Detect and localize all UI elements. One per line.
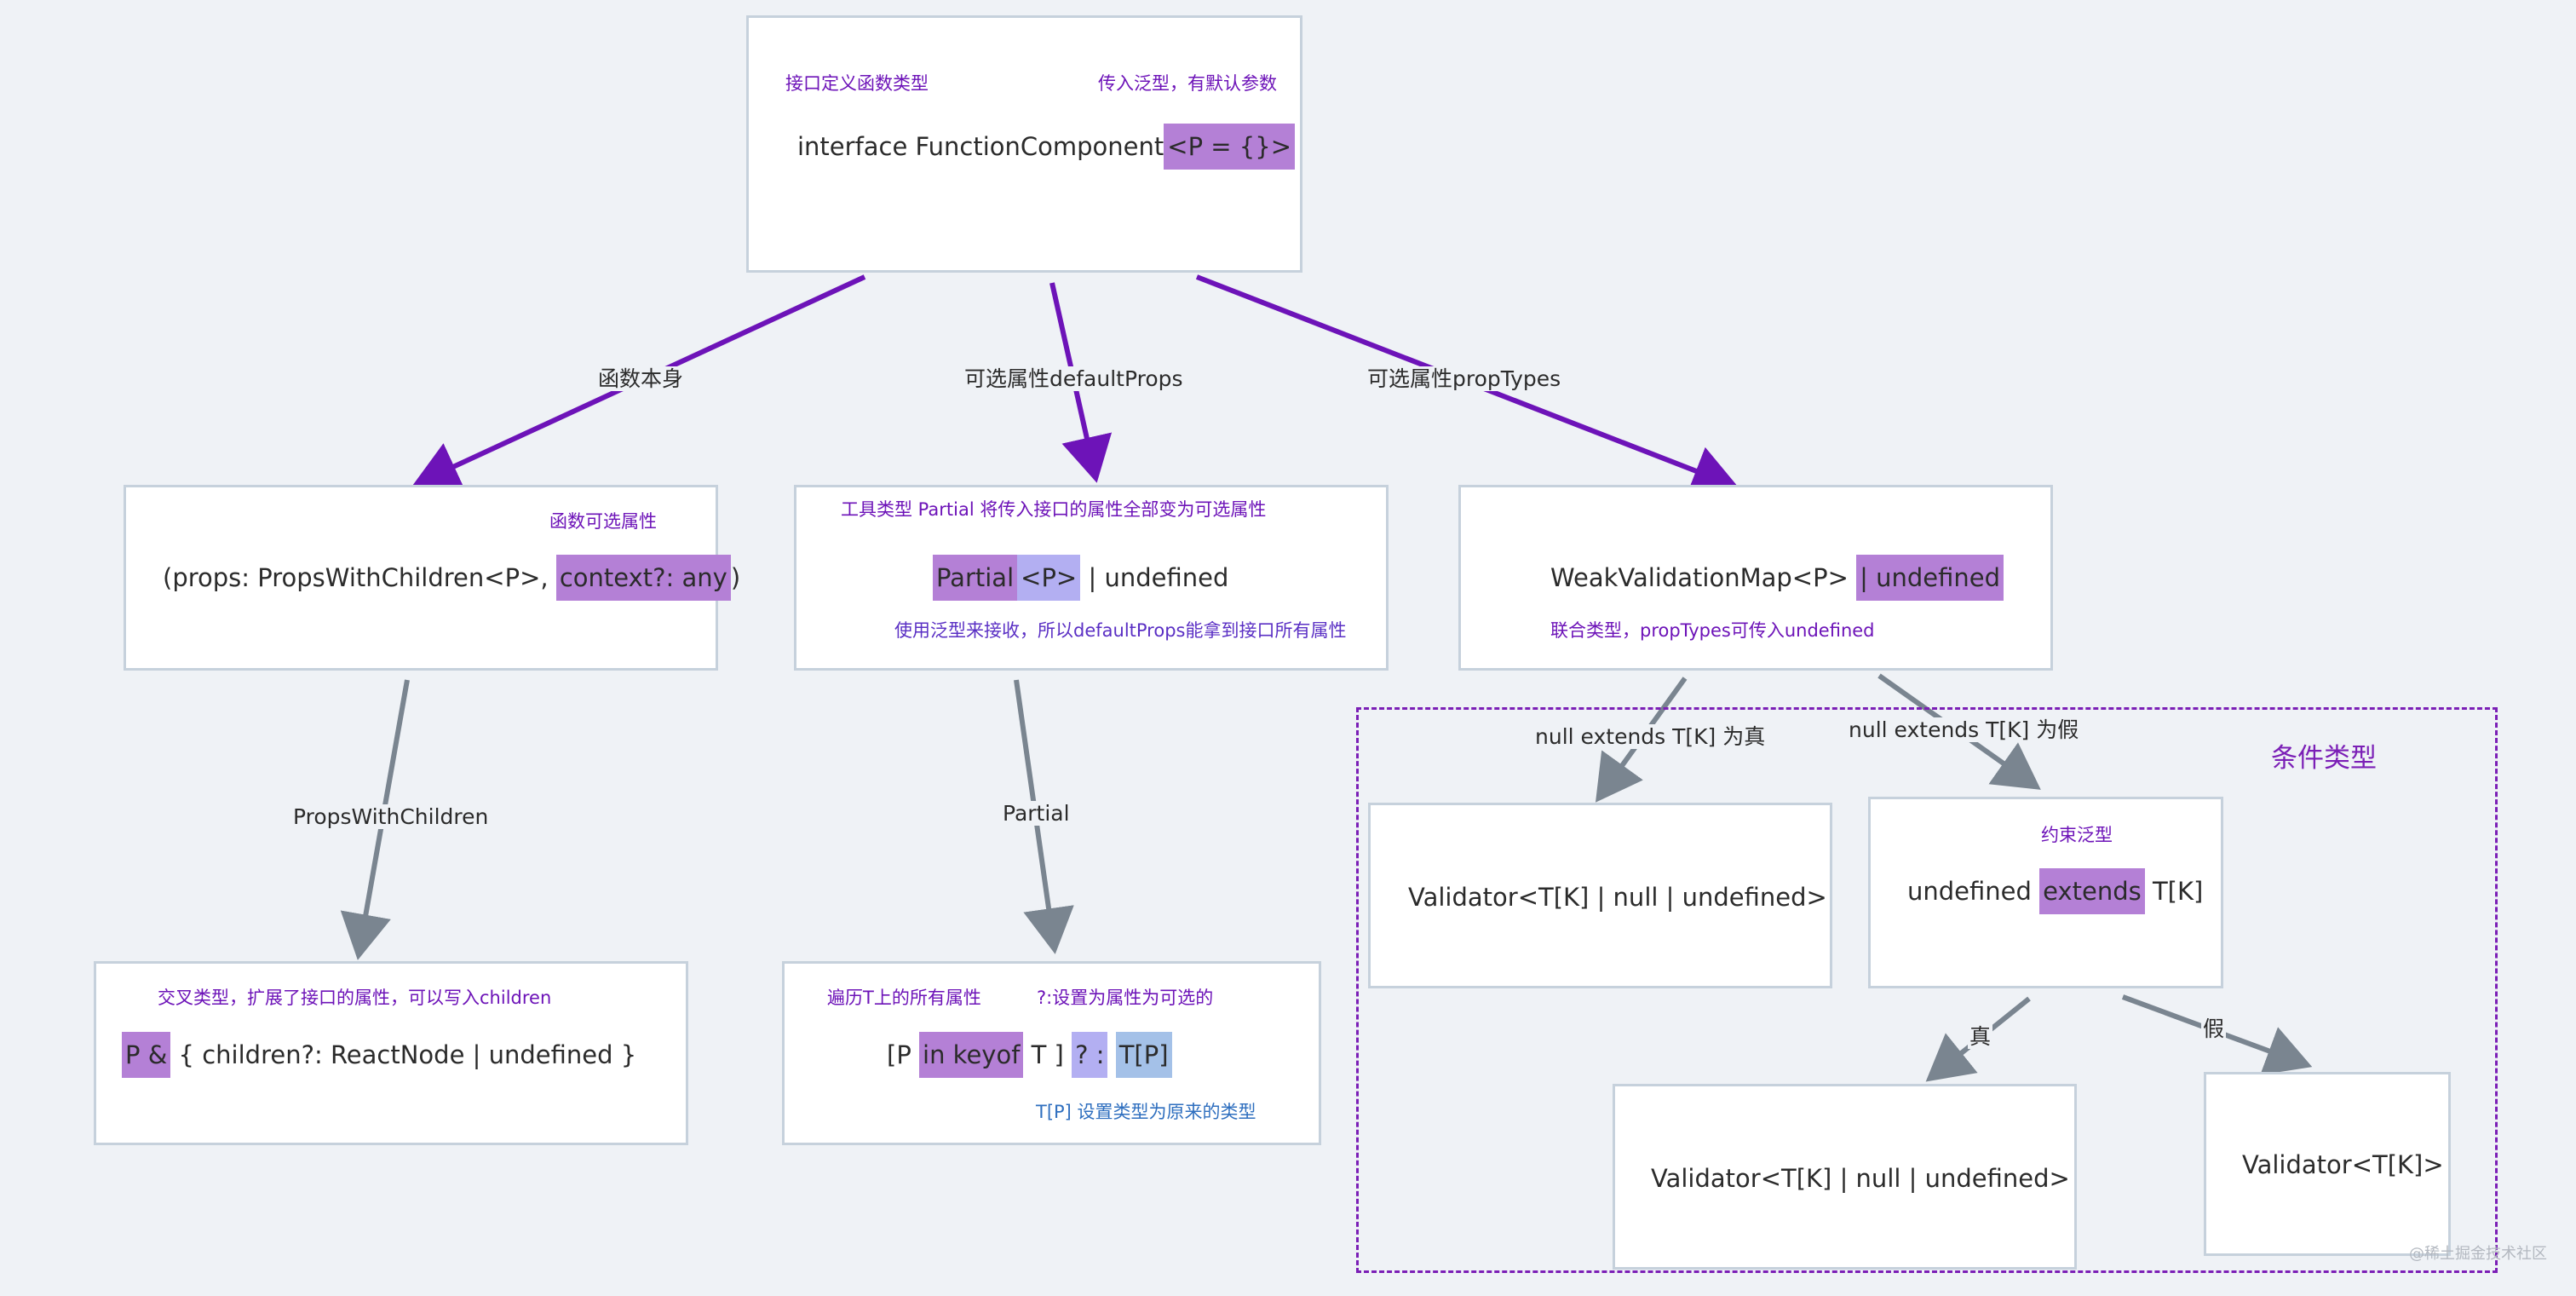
fn-code-context: context?: any bbox=[555, 555, 731, 601]
partial-code-tp: T[P] bbox=[1115, 1032, 1172, 1078]
default-note-generic: 使用泛型来接收，所以defaultProps能拿到接口所有属性 bbox=[894, 620, 1347, 641]
edge-label-default-props: 可选属性defaultProps bbox=[963, 366, 1185, 391]
edge-label-props-with-children: PropsWithChildren bbox=[291, 804, 491, 829]
validator-nullable-box: Validator<T[K] | null | undefined> bbox=[1368, 803, 1832, 988]
partial-code: [P in keyof T ] ? : T[P] bbox=[887, 1032, 1172, 1078]
default-code: Partial<P> | undefined bbox=[933, 555, 1229, 601]
partial-note-iterate: 遍历T上的所有属性 bbox=[827, 988, 981, 1008]
constraint-note: 约束泛型 bbox=[2041, 825, 2113, 845]
proptypes-note-union: 联合类型，propTypes可传入undefined bbox=[1550, 620, 1875, 641]
fn-note-optional: 函数可选属性 bbox=[549, 511, 657, 532]
root-note-interface: 接口定义函数类型 bbox=[785, 73, 929, 94]
constraint-code-extends: extends bbox=[2039, 868, 2145, 914]
edge-label-true: 真 bbox=[1968, 1024, 1993, 1049]
validator-false-code: Validator<T[K]> bbox=[2242, 1150, 2444, 1179]
fn-code-props: (props: PropsWithChildren<P>, bbox=[163, 563, 556, 592]
function-signature-box: 函数可选属性 (props: PropsWithChildren<P>, con… bbox=[124, 485, 740, 671]
proptypes-code-undefined: | undefined bbox=[1856, 555, 2004, 601]
partial-code-question: ? : bbox=[1072, 1032, 1108, 1078]
root-code-prefix: interface FunctionComponent bbox=[797, 132, 1164, 161]
proptypes-code-map: WeakValidationMap<P> bbox=[1550, 563, 1849, 592]
validator-nullable-code: Validator<T[K] | null | undefined> bbox=[1408, 883, 1827, 912]
function-component-box: 接口定义函数类型 传入泛型，有默认参数 interface FunctionCo… bbox=[746, 15, 1302, 273]
validator-false-box: Validator<T[K]> bbox=[2204, 1072, 2451, 1256]
children-note-intersection: 交叉类型，扩展了接口的属性，可以写入children bbox=[158, 988, 552, 1008]
edge-label-null-true: null extends T[K] 为真 bbox=[1533, 724, 1768, 749]
default-props-box: 工具类型 Partial 将传入接口的属性全部变为可选属性 Partial<P>… bbox=[794, 485, 1389, 671]
default-note-partial: 工具类型 Partial 将传入接口的属性全部变为可选属性 bbox=[841, 499, 1267, 520]
conditional-type-group bbox=[1356, 707, 2498, 1273]
validator-true-box: Validator<T[K] | null | undefined> bbox=[1613, 1084, 2077, 1270]
edge-label-null-false: null extends T[K] 为假 bbox=[1847, 717, 2081, 742]
root-code: interface FunctionComponent<P = {}> bbox=[797, 124, 1296, 170]
validator-true-code: Validator<T[K] | null | undefined> bbox=[1651, 1164, 2070, 1193]
children-code-children: { children?: ReactNode | undefined } bbox=[178, 1040, 637, 1069]
children-code-p: P & bbox=[122, 1032, 171, 1078]
root-code-generic: <P = {}> bbox=[1164, 124, 1296, 170]
partial-code-t: T ] bbox=[1031, 1040, 1064, 1069]
fn-code: (props: PropsWithChildren<P>, context?: … bbox=[163, 555, 741, 601]
props-with-children-box: 交叉类型，扩展了接口的属性，可以写入children P & { childre… bbox=[94, 961, 688, 1145]
prop-types-box: WeakValidationMap<P> | undefined 联合类型，pr… bbox=[1458, 485, 2053, 671]
default-code-generic: <P> bbox=[1017, 555, 1081, 601]
partial-mapped-type-box: 遍历T上的所有属性 ?:设置为属性为可选的 [P in keyof T ] ? … bbox=[782, 961, 1321, 1145]
constraint-code-tk: T[K] bbox=[2144, 877, 2204, 906]
edge-label-false: 假 bbox=[2201, 1017, 2227, 1041]
partial-note-original-type: T[P] 设置类型为原来的类型 bbox=[1036, 1102, 1256, 1122]
default-code-partial: Partial bbox=[933, 555, 1018, 601]
default-code-undefined: | undefined bbox=[1080, 563, 1229, 592]
constraint-generic-box: 约束泛型 undefined extends T[K] bbox=[1868, 797, 2223, 988]
watermark: @稀土掘金技术社区 bbox=[2409, 1245, 2547, 1263]
constraint-code-undefined: undefined bbox=[1907, 877, 2040, 906]
partial-code-open: [P bbox=[887, 1040, 911, 1069]
edge-label-partial: Partial bbox=[1001, 801, 1072, 826]
constraint-code: undefined extends T[K] bbox=[1907, 868, 2204, 914]
proptypes-code: WeakValidationMap<P> | undefined bbox=[1550, 555, 2004, 601]
fn-code-close: ) bbox=[730, 563, 741, 592]
conditional-type-title: 条件类型 bbox=[2271, 743, 2377, 774]
partial-note-optional: ?:设置为属性为可选的 bbox=[1037, 988, 1214, 1008]
children-code: P & { children?: ReactNode | undefined } bbox=[122, 1032, 637, 1078]
edge-label-prop-types: 可选属性propTypes bbox=[1366, 366, 1563, 391]
root-note-generic: 传入泛型，有默认参数 bbox=[1098, 73, 1277, 94]
partial-code-keyof: in keyof bbox=[919, 1032, 1024, 1078]
edge-label-fn-self: 函数本身 bbox=[596, 366, 686, 391]
